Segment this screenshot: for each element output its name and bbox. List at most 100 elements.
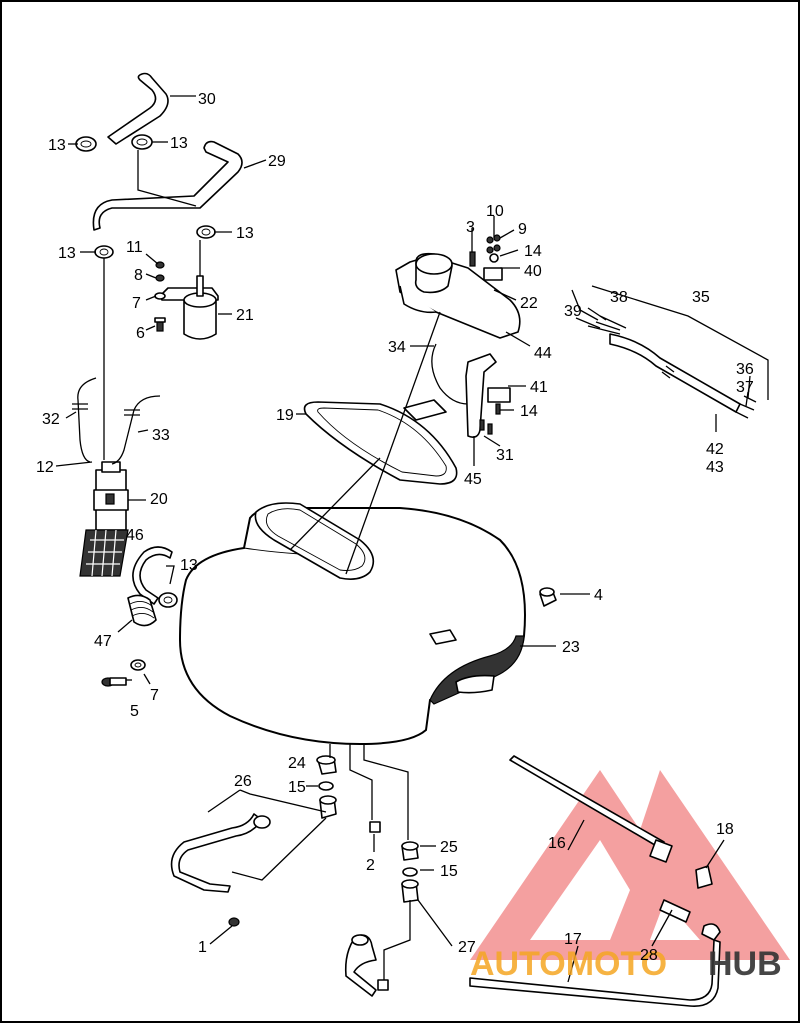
screw-6 [154, 317, 166, 332]
hose-clamp-13-e [158, 592, 178, 608]
callout-34: 34 [388, 339, 406, 356]
callout-47: 47 [94, 633, 112, 650]
bracket-45 [465, 353, 497, 438]
vent-hose-29 [92, 140, 243, 231]
callout-32: 32 [42, 411, 60, 428]
callout-39: 39 [564, 303, 582, 320]
watermark-logo [470, 770, 790, 960]
callout-22: 22 [520, 295, 538, 312]
fuel-pump-module-20 [79, 461, 129, 577]
line-17 [469, 939, 721, 1007]
fuel-line-27 [344, 934, 389, 997]
fitting-right [401, 879, 419, 903]
callout-15-left: 15 [288, 779, 306, 796]
gasket-19 [303, 401, 458, 485]
callout-36: 36 [736, 361, 754, 378]
screws-31 [479, 419, 493, 435]
oring-15-left [318, 781, 334, 791]
callout-42: 42 [706, 441, 724, 458]
fuel-line-26 [170, 813, 271, 893]
bolt-4 [539, 587, 557, 607]
watermark-text-hub: HUB [708, 945, 782, 983]
module-block [403, 399, 447, 421]
callout-3: 3 [466, 219, 475, 236]
washer-14-bottom [495, 403, 501, 415]
callout-labels: 30 13 13 29 13 13 11 8 7 21 6 32 33 12 2… [36, 91, 754, 964]
plug-1 [228, 917, 240, 927]
vent-hose-30 [107, 72, 169, 145]
callout-20: 20 [150, 491, 168, 508]
callout-29: 29 [268, 153, 286, 170]
callout-13-b: 13 [170, 135, 188, 152]
callout-2: 2 [366, 857, 375, 874]
callout-43: 43 [706, 459, 724, 476]
plug-2 [369, 821, 381, 833]
leader-lines [55, 95, 769, 983]
callout-26: 26 [234, 773, 252, 790]
callout-40: 40 [524, 263, 542, 280]
callout-45: 45 [464, 471, 482, 488]
wire-34 [431, 343, 469, 405]
wire-harness-33 [111, 395, 161, 465]
callout-38: 38 [610, 289, 628, 306]
washer-7-bottom [130, 659, 146, 671]
connector-41 [487, 387, 511, 403]
callout-31: 31 [496, 447, 514, 464]
callout-25: 25 [440, 839, 458, 856]
callout-23: 23 [562, 639, 580, 656]
hose-clamp-13-b [131, 134, 153, 150]
top-plate-44 [395, 252, 521, 339]
callout-8: 8 [134, 267, 143, 284]
fuel-tank-23 [178, 502, 526, 746]
tube-16 [509, 755, 673, 863]
washer-14-top [489, 253, 499, 263]
callout-35: 35 [692, 289, 710, 306]
callout-18: 18 [716, 821, 734, 838]
callout-15-right: 15 [440, 863, 458, 880]
screw-3 [469, 251, 476, 267]
clip-18 [695, 865, 713, 889]
watermark-text-automoto: AUTOMOTO [470, 945, 667, 983]
fitting-left [319, 795, 337, 819]
callout-14-top: 14 [524, 243, 542, 260]
callout-46: 46 [126, 527, 144, 544]
callout-24: 24 [288, 755, 306, 772]
fitting-24 [316, 755, 337, 775]
watermark-text: AUTOMOTO HUB [470, 945, 782, 983]
oring-15-right [402, 867, 418, 877]
callout-12: 12 [36, 459, 54, 476]
hose-clamp-13-d [94, 245, 114, 259]
callout-7-bottom: 7 [150, 687, 159, 704]
vapor-canister-21 [159, 275, 219, 340]
fitting-28 [659, 899, 721, 941]
wire-harness-32 [72, 377, 97, 463]
callout-28: 28 [640, 947, 658, 964]
callout-13-a: 13 [48, 137, 66, 154]
callout-37: 37 [736, 379, 754, 396]
washer-7-top [154, 292, 166, 300]
screws-10 [486, 234, 501, 254]
callout-16: 16 [548, 835, 566, 852]
fitting-25 [401, 841, 419, 861]
callout-30: 30 [198, 91, 216, 108]
callout-5: 5 [130, 703, 139, 720]
callout-7-top: 7 [132, 295, 141, 312]
hose-clamp-13-a [75, 136, 97, 152]
callout-41: 41 [530, 379, 548, 396]
hose-clamp-13-c [196, 225, 216, 239]
callout-21: 21 [236, 307, 254, 324]
callout-13-d: 13 [58, 245, 76, 262]
callout-1: 1 [198, 939, 207, 956]
callout-6: 6 [136, 325, 145, 342]
callout-11: 11 [126, 239, 143, 256]
callout-33: 33 [152, 427, 170, 444]
callout-27: 27 [458, 939, 476, 956]
callout-14-bottom: 14 [520, 403, 538, 420]
callout-10: 10 [486, 203, 504, 220]
callout-19: 19 [276, 407, 294, 424]
washer-8 [155, 274, 165, 282]
callout-17: 17 [564, 931, 582, 948]
callout-44: 44 [534, 345, 552, 362]
